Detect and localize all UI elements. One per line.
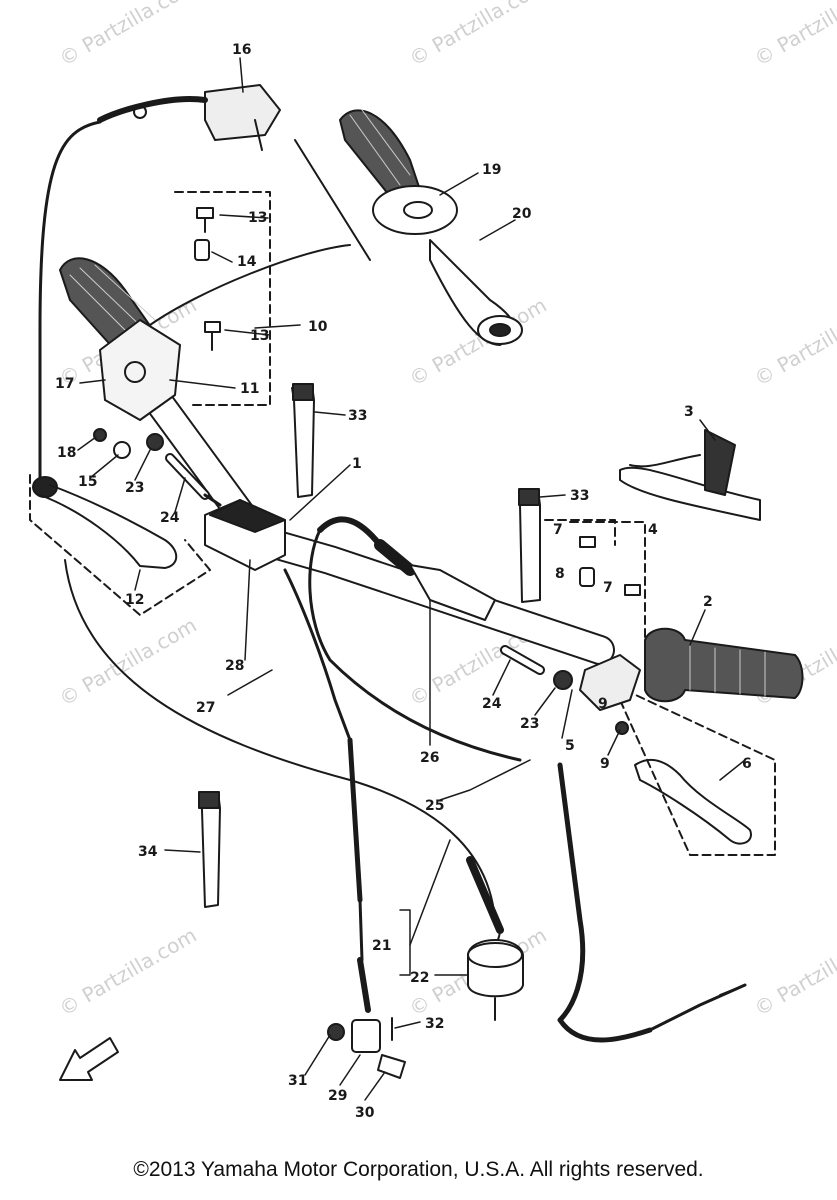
right-grip (644, 627, 804, 703)
adjuster-parts (327, 1017, 406, 1079)
part-label-2: 2 (703, 594, 713, 610)
part-labels: 16 13 14 13 10 11 17 18 15 23 24 12 33 1… (55, 42, 752, 1121)
part-label-31: 31 (288, 1073, 307, 1089)
leader-lines (77, 57, 746, 1101)
lever-perch-right (500, 519, 646, 735)
cable-junction (467, 939, 524, 1021)
screw (196, 207, 214, 233)
part-label-13: 13 (248, 210, 267, 226)
cable-tie (291, 383, 315, 498)
part-label-9: 9 (598, 696, 608, 712)
part-label-10: 10 (308, 319, 328, 335)
part-label-14: 14 (237, 254, 257, 270)
cable-tie (518, 488, 541, 603)
part-label-25: 25 (425, 798, 444, 814)
part-label-30: 30 (355, 1105, 375, 1121)
part-label-19: 19 (482, 162, 501, 178)
part-label-33: 33 (348, 408, 367, 424)
part-label-32: 32 (425, 1016, 444, 1032)
part-label-26: 26 (420, 750, 439, 766)
part-label-4: 4 (648, 522, 658, 538)
part-label-1: 1 (352, 456, 362, 472)
part-label-6: 6 (742, 756, 752, 772)
part-label-34: 34 (138, 844, 158, 860)
screw (204, 321, 221, 351)
part-label-29: 29 (328, 1088, 347, 1104)
part-label-3: 3 (684, 404, 694, 420)
part-label-7: 7 (553, 522, 563, 538)
part-label-28: 28 (225, 658, 244, 674)
front-arrow-icon (59, 1037, 119, 1081)
switch-housing (204, 499, 286, 571)
part-label-9: 9 (600, 756, 610, 772)
part-label-15: 15 (78, 474, 97, 490)
handlebar (135, 375, 615, 665)
group-bracket (174, 191, 271, 406)
leader-line (294, 139, 371, 261)
part-label-18: 18 (57, 445, 76, 461)
throttle-housing (99, 319, 181, 421)
part-label-22: 22 (410, 970, 429, 986)
leader-line (149, 244, 351, 326)
part-label-5: 5 (565, 738, 575, 754)
part-label-21: 21 (372, 938, 391, 954)
part-label-13: 13 (250, 328, 269, 344)
collar (194, 239, 210, 261)
part-label-7: 7 (603, 580, 613, 596)
part-label-20: 20 (512, 206, 532, 222)
part-label-11: 11 (240, 381, 259, 397)
cable-tie (198, 791, 221, 908)
switch-assembly (619, 429, 761, 521)
grip-set (339, 109, 523, 346)
part-label-8: 8 (555, 566, 565, 582)
throttle-cable-assembly (38, 84, 281, 482)
part-label-24: 24 (482, 696, 502, 712)
clutch-lever (29, 474, 211, 616)
part-label-23: 23 (125, 480, 144, 496)
part-label-17: 17 (55, 376, 74, 392)
part-label-16: 16 (232, 42, 251, 58)
part-label-23: 23 (520, 716, 539, 732)
perch-parts-left (93, 428, 222, 507)
copyright-notice: ©2013 Yamaha Motor Corporation, U.S.A. A… (133, 1158, 704, 1181)
part-label-24: 24 (160, 510, 180, 526)
part-label-33: 33 (570, 488, 589, 504)
part-label-27: 27 (196, 700, 215, 716)
part-label-12: 12 (125, 592, 144, 608)
brake-lever (619, 689, 776, 856)
